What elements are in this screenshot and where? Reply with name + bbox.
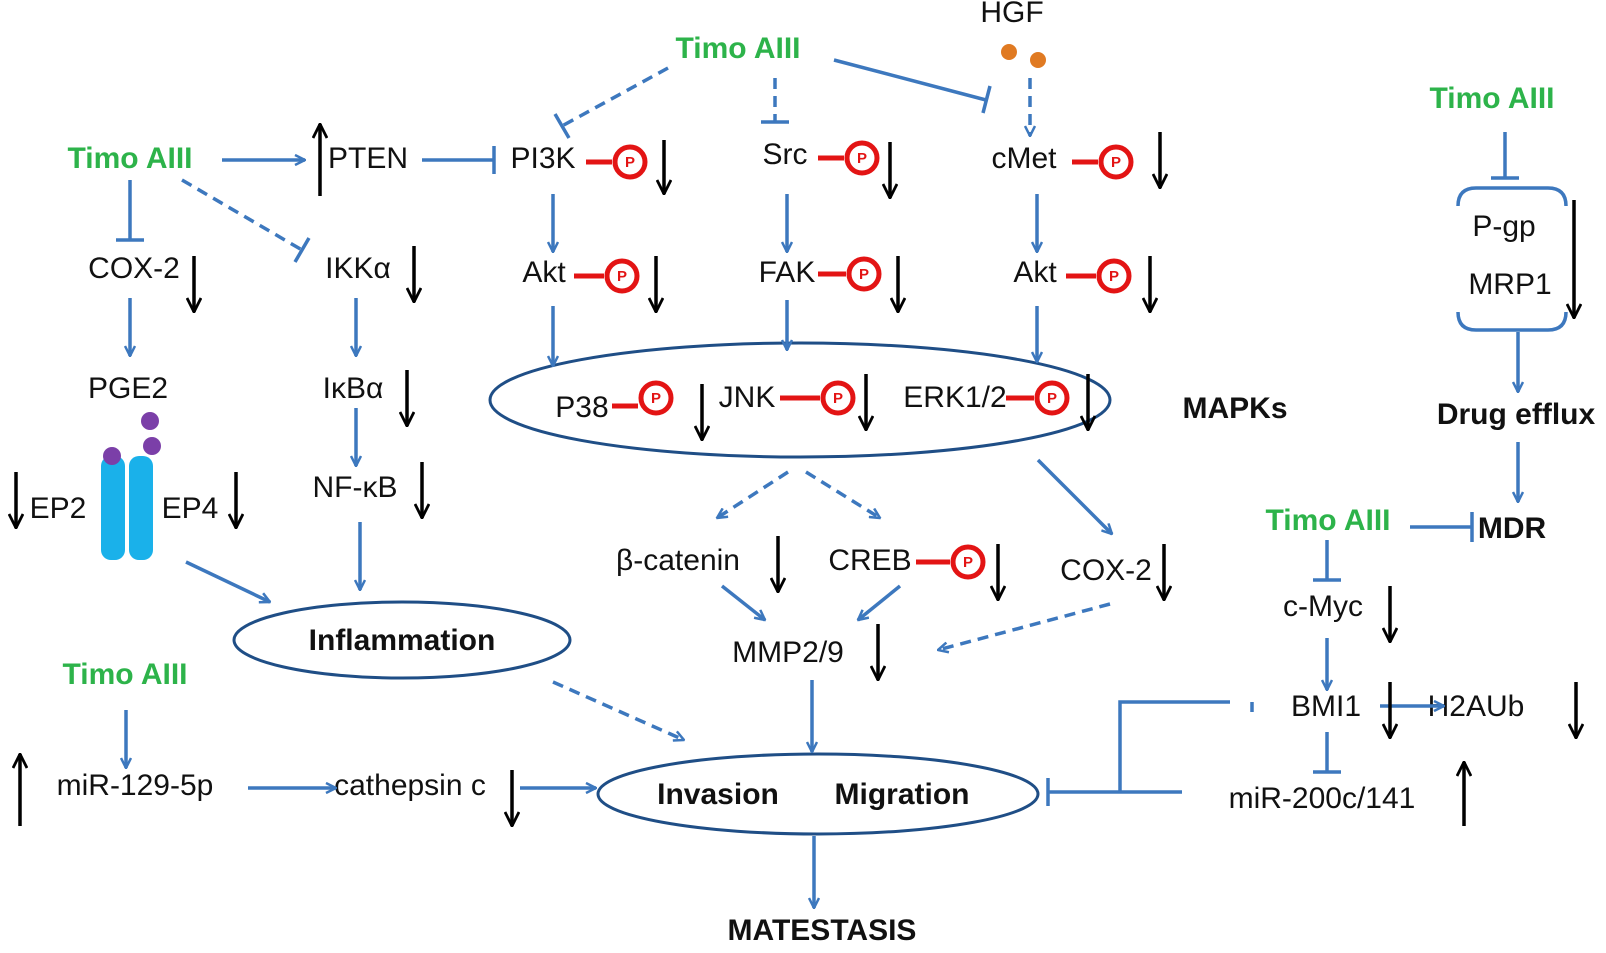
pge2-ligand-dot	[141, 412, 159, 430]
bmi1-label: BMI1	[1291, 690, 1361, 723]
phospho-akt-right: P	[1066, 258, 1132, 294]
arrow-receptor-inflammation	[185, 560, 270, 604]
pge2-label: PGE2	[88, 372, 168, 405]
svg-text:P: P	[859, 266, 869, 283]
svg-text:P: P	[1047, 390, 1057, 407]
nfkb-label: NF-κB	[313, 471, 398, 504]
phospho-cmet: P	[1072, 144, 1134, 180]
phospho-jnk: P	[780, 380, 856, 416]
arrow-mapks-bcatenin	[717, 470, 789, 518]
arrow-inflammation-invasion	[552, 680, 684, 740]
timo-right-label: Timo AIII	[1429, 82, 1554, 115]
inhibit-timo-pi3k	[553, 66, 669, 139]
arrow-creb-mmp	[858, 584, 902, 620]
p38-label: P38	[555, 391, 608, 424]
inhibit-bmi1-mir200	[1313, 732, 1341, 774]
pten-label: PTEN	[328, 142, 408, 175]
phospho-pi3k: P	[586, 144, 648, 180]
svg-text:P: P	[833, 390, 843, 407]
svg-text:P: P	[857, 150, 867, 167]
arrow-mapks-cox2	[1036, 458, 1112, 534]
pge2-ligand-dot	[103, 447, 121, 465]
phospho-erk: P	[1006, 380, 1070, 416]
ep4-label: EP4	[162, 492, 219, 525]
pgp-label: P-gp	[1472, 210, 1535, 243]
phospho-creb: P	[916, 544, 986, 580]
inhibit-timo-src	[761, 78, 789, 124]
akt-right-label: Akt	[1013, 256, 1057, 289]
transporter-bracket-bottom	[1456, 311, 1568, 332]
cmet-label: cMet	[991, 142, 1057, 175]
pi3k-label: PI3K	[510, 142, 575, 175]
inhibit-timo-cox2	[116, 180, 144, 242]
jnk-label: JNK	[719, 381, 776, 414]
fak-label: FAK	[759, 256, 816, 289]
timo-top-label: Timo AIII	[675, 32, 800, 65]
phospho-fak: P	[818, 256, 882, 292]
invasion-migration-oval	[596, 752, 1040, 836]
phospho-p38: P	[612, 380, 674, 416]
cox2-left-label: COX-2	[88, 252, 180, 285]
akt-left-label: Akt	[522, 256, 566, 289]
ikka-label: IKKα	[325, 252, 391, 285]
hgf-ligand-dot	[1030, 52, 1046, 68]
arrow-mapks-creb	[805, 470, 880, 520]
mapks-label: MAPKs	[1182, 392, 1287, 425]
mmp-label: MMP2/9	[732, 636, 844, 669]
arrow-bcatenin-mmp	[720, 584, 765, 620]
timo-left-label: Timo AIII	[67, 142, 192, 175]
metastasis-label: MATESTASIS	[728, 914, 917, 947]
phospho-akt-left: P	[574, 258, 640, 294]
hgf-label: HGF	[980, 0, 1043, 29]
ikba-label: IκBα	[323, 372, 384, 405]
inhibit-timo-cmet	[833, 58, 992, 114]
pge2-ligand-dot	[143, 437, 161, 455]
mir200-label: miR-200c/141	[1229, 782, 1416, 815]
mdr-label: MDR	[1478, 512, 1547, 545]
cathepsin-label: cathepsin c	[334, 769, 486, 802]
svg-text:P: P	[1111, 154, 1121, 171]
svg-text:P: P	[1109, 268, 1119, 285]
ep2-label: EP2	[30, 492, 87, 525]
timo-bottom-label: Timo AIII	[62, 658, 187, 691]
svg-text:P: P	[617, 268, 627, 285]
inflammation-oval	[232, 600, 572, 680]
mrp1-label: MRP1	[1468, 268, 1551, 301]
mir129-label: miR-129-5p	[57, 769, 214, 802]
inhibit-timo-transporter	[1491, 132, 1519, 180]
svg-text:P: P	[625, 154, 635, 171]
timo-mdr-label: Timo AIII	[1265, 504, 1390, 537]
svg-text:P: P	[651, 390, 661, 407]
bcatenin-label: β-catenin	[616, 544, 740, 577]
inhibit-timo-ikka	[181, 178, 311, 263]
ep4-receptor	[129, 456, 153, 560]
inhibit-timo-mdr	[1410, 512, 1474, 542]
inhibit-timo-cmyc	[1313, 540, 1341, 582]
inhibit-pten-pi3k	[422, 146, 496, 174]
drug-efflux-label: Drug efflux	[1437, 398, 1596, 431]
phospho-src: P	[818, 140, 880, 176]
mapks-oval	[488, 341, 1112, 459]
creb-label: CREB	[828, 544, 911, 577]
transporter-bracket-top	[1456, 186, 1568, 207]
ep2-receptor	[101, 456, 125, 560]
cox2-right-label: COX-2	[1060, 554, 1152, 587]
migration-label: Migration	[835, 778, 970, 811]
erk-label: ERK1/2	[903, 381, 1006, 414]
cmyc-label: c-Myc	[1283, 590, 1363, 623]
svg-text:P: P	[963, 554, 973, 571]
src-label: Src	[763, 138, 808, 171]
invasion-label: Invasion	[657, 778, 779, 811]
hgf-ligand-dot	[1001, 44, 1017, 60]
arrow-cox2-mmp	[938, 602, 1111, 650]
inhibit-bmi1-mir200-migration	[1046, 700, 1254, 806]
inflammation-label: Inflammation	[309, 624, 496, 657]
